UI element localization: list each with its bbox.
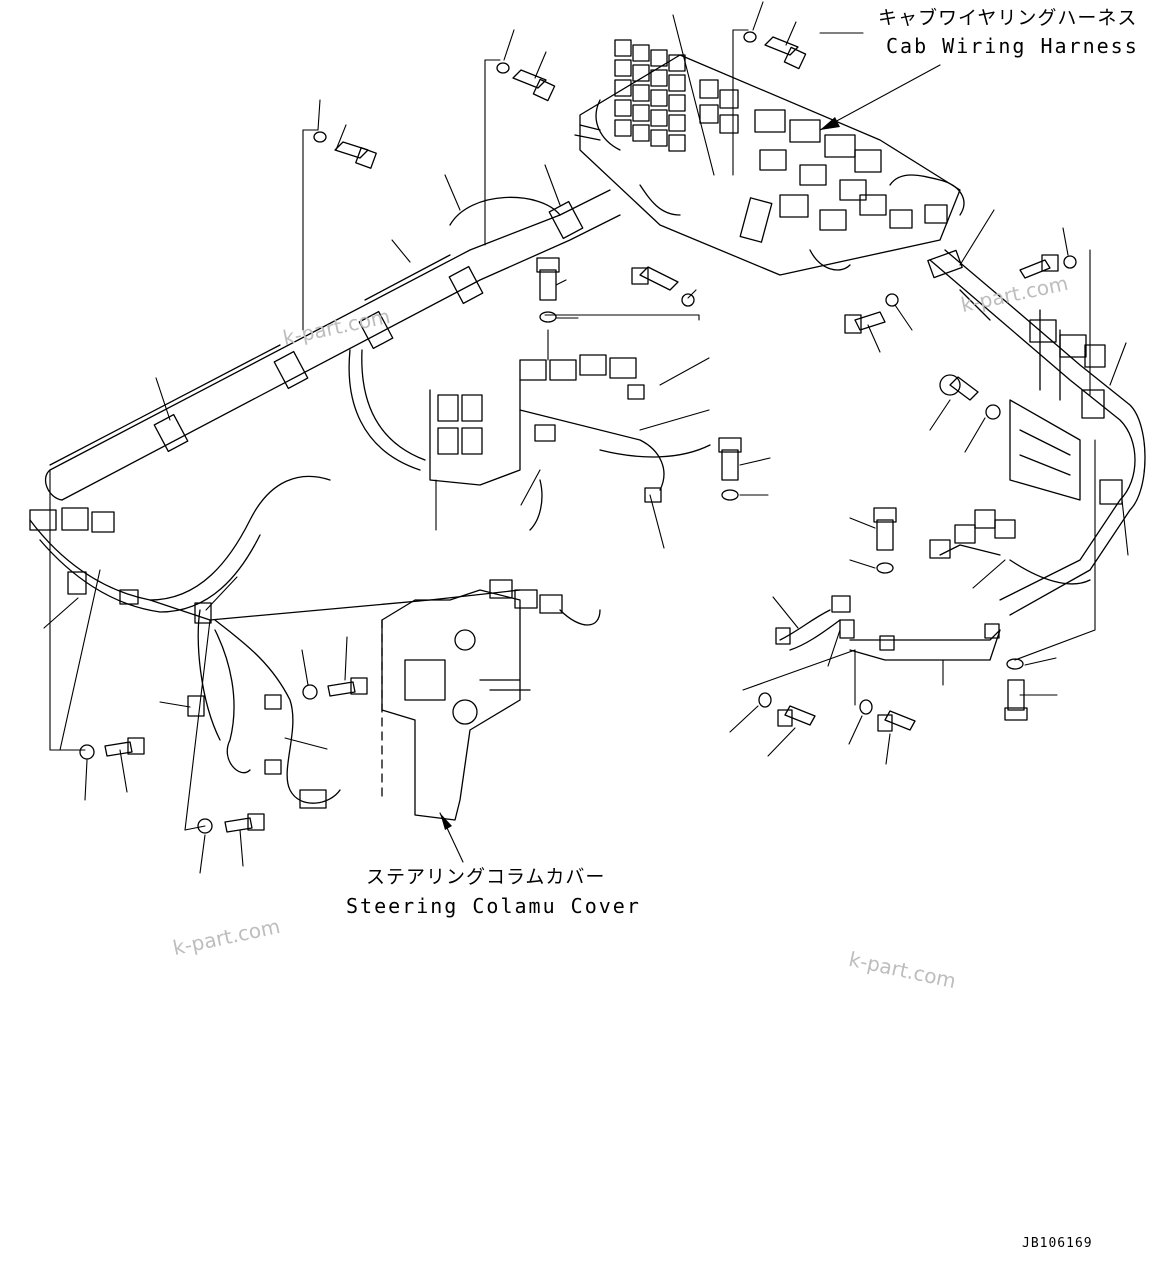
steering-column-cover: [381, 579, 601, 821]
harness-connectors: [739, 109, 948, 243]
left-harness-duct: [45, 189, 621, 501]
cab-harness-label-jp: キャブワイヤリングハーネス: [878, 7, 1138, 29]
lower-left-harness: [29, 475, 521, 809]
bolt-top-2: [334, 141, 377, 169]
relay-box-assembly: [574, 39, 965, 276]
steering-cover-label-jp: ステアリングコラムカバー: [366, 866, 606, 888]
right-lower-harness: [775, 509, 1091, 661]
bolt-top-1: [512, 69, 556, 102]
bolt-top-3: [764, 36, 807, 70]
center-connector-block: [348, 349, 711, 531]
right-harness: [927, 249, 1146, 616]
leader-lines: [43, 1, 1129, 874]
arrow-heads: [440, 117, 840, 830]
drawing-reference-number: JB106169: [1022, 1236, 1093, 1251]
cab-harness-label-en: Cab Wiring Harness: [886, 34, 1139, 58]
steering-cover-label-en: Steering Colamu Cover: [346, 894, 641, 918]
fasteners: [79, 31, 1077, 834]
